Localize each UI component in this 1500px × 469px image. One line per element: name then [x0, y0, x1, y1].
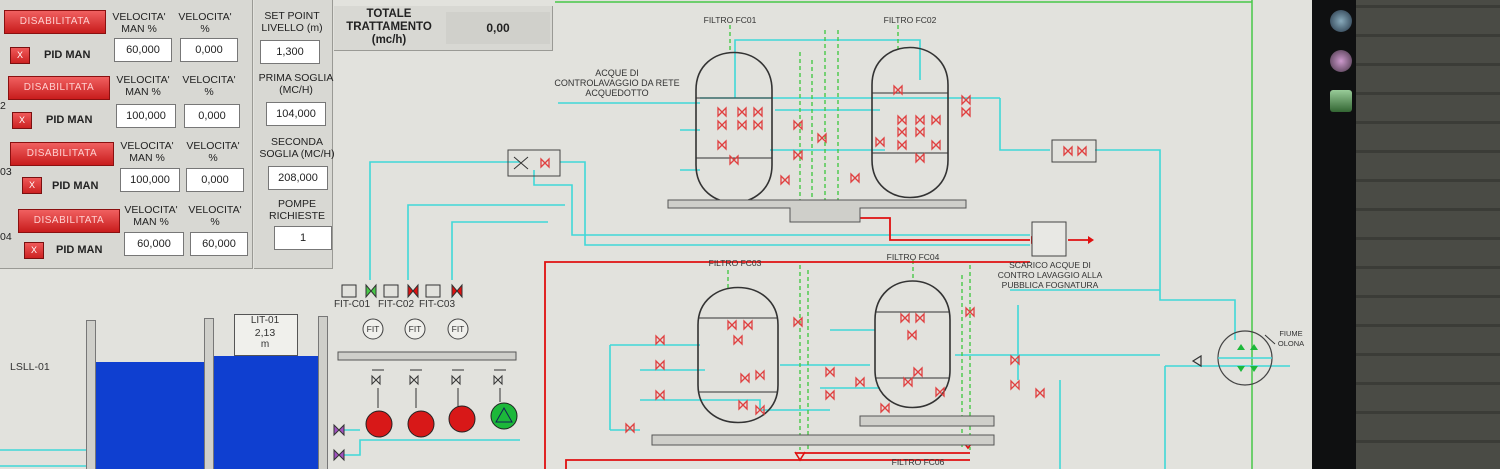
- filter-fc03-label: FILTRO FC03: [708, 258, 762, 268]
- pump-icon: [407, 410, 435, 438]
- pump-icon: [448, 405, 476, 433]
- pump-number: 03: [0, 166, 12, 178]
- speed-field: 0,000: [186, 168, 244, 192]
- tank-wall: [204, 318, 214, 469]
- filter-fc02-label: FILTRO FC02: [883, 15, 937, 25]
- filter-fc06-label: FILTRO FC06: [891, 457, 945, 467]
- setpoint-field[interactable]: 208,000: [268, 166, 328, 190]
- red-pipes: [544, 217, 1088, 469]
- filter-fc04-vessel: [874, 280, 951, 409]
- pid-man-label: PID MAN: [44, 49, 91, 61]
- speed-man-header: VELOCITA' MAN %: [116, 74, 170, 98]
- filter-vessels: [695, 46, 951, 424]
- disabled-button[interactable]: DISABILITATA: [8, 76, 110, 100]
- monitor-bezel: [1312, 0, 1356, 469]
- pid-man-toggle[interactable]: X: [10, 47, 30, 64]
- process-diagram: [0, 0, 1290, 469]
- fit-c03-label: FIT-C03: [418, 299, 456, 310]
- level-tag: LIT-01: [250, 315, 280, 326]
- fit-c01-label: FIT-C01: [333, 299, 371, 310]
- fit-symbol: FIT: [408, 324, 422, 334]
- pumps: [365, 402, 518, 438]
- scada-screen: DISABILITATA X PID MAN VELOCITA' MAN % V…: [0, 0, 1312, 469]
- disabled-button[interactable]: DISABILITATA: [18, 209, 120, 233]
- pid-man-toggle[interactable]: X: [24, 242, 44, 259]
- pump-number: 04: [0, 231, 12, 243]
- speed-field: 60,000: [190, 232, 248, 256]
- level-switch-tag: LSLL-01: [10, 361, 50, 373]
- pump-number: 2: [0, 100, 6, 112]
- setpoint-label: SET POINT LIVELLO (m): [261, 10, 323, 34]
- level-indicator: [234, 314, 298, 356]
- tank-wall: [86, 320, 96, 469]
- tank-water: [214, 356, 318, 469]
- speed-man-field[interactable]: 100,000: [116, 104, 176, 128]
- speed-header: VELOCITA' %: [178, 11, 232, 35]
- total-treatment-label: TOTALE TRATTAMENTO (mc/h): [346, 8, 432, 46]
- pid-man-toggle[interactable]: X: [22, 177, 42, 194]
- filter-fc01-label: FILTRO FC01: [703, 15, 757, 25]
- setpoint-label: POMPE RICHIESTE: [268, 198, 325, 222]
- taskbar-app-icon[interactable]: [1330, 10, 1352, 32]
- speed-man-header: VELOCITA' MAN %: [124, 204, 178, 228]
- speed-header: VELOCITA' %: [186, 140, 240, 164]
- inlet-valves: [333, 423, 345, 462]
- river-node: [1191, 330, 1276, 386]
- disabled-button[interactable]: DISABILITATA: [4, 10, 106, 34]
- setpoint-label: SECONDA SOGLIA (MC/H): [259, 136, 335, 160]
- pump-icon: [490, 402, 518, 430]
- setpoint-field[interactable]: 104,000: [266, 102, 326, 126]
- backwash-discharge-label: SCARICO ACQUE DI CONTRO LAVAGGIO ALLA PU…: [997, 260, 1103, 290]
- filter-fc03-vessel: [697, 286, 779, 424]
- river-label: FIUME OLONA: [1277, 329, 1305, 348]
- fit-symbol: FIT: [451, 324, 465, 334]
- pid-man-label: PID MAN: [52, 180, 99, 192]
- speed-man-header: VELOCITA' MAN %: [120, 140, 174, 164]
- pid-man-label: PID MAN: [56, 244, 103, 256]
- speed-man-field[interactable]: 60,000: [124, 232, 184, 256]
- manual-valves: [371, 369, 506, 408]
- setpoint-label: PRIMA SOGLIA (MC/H): [258, 72, 334, 96]
- air-pipes: [727, 25, 971, 450]
- taskbar-app-icon[interactable]: [1330, 50, 1352, 72]
- pid-man-toggle[interactable]: X: [12, 112, 32, 129]
- speed-header: VELOCITA' %: [182, 74, 236, 98]
- speed-man-header: VELOCITA' MAN %: [112, 11, 166, 35]
- tank-water: [96, 362, 204, 469]
- valves: [540, 85, 1087, 433]
- filter-fc02-vessel: [871, 46, 949, 199]
- background-wall: [1356, 0, 1500, 469]
- total-treatment-value: 0,00: [446, 12, 550, 44]
- fit-c02-label: FIT-C02: [377, 299, 415, 310]
- taskbar-app-icon[interactable]: [1330, 90, 1352, 112]
- speed-field: 0,000: [180, 38, 238, 62]
- fit-valves: [341, 283, 463, 299]
- setpoint-field[interactable]: 1: [274, 226, 332, 250]
- filter-fc01-vessel: [695, 51, 773, 204]
- setpoint-field[interactable]: 1,300: [260, 40, 320, 64]
- filter-fc04-label: FILTRO FC04: [886, 252, 940, 262]
- disabled-button[interactable]: DISABILITATA: [10, 142, 114, 166]
- level-unit: m: [260, 339, 270, 350]
- fit-symbol: FIT: [366, 324, 380, 334]
- backwash-water-label: ACQUE DI CONTROLAVAGGIO DA RETE ACQUEDOT…: [554, 68, 680, 98]
- speed-man-field[interactable]: 60,000: [114, 38, 172, 62]
- pid-man-label: PID MAN: [46, 114, 93, 126]
- pump-icon: [365, 410, 393, 438]
- speed-header: VELOCITA' %: [188, 204, 242, 228]
- tank-wall: [318, 316, 328, 469]
- speed-field: 0,000: [184, 104, 240, 128]
- level-value: 2,13: [254, 327, 276, 339]
- speed-man-field[interactable]: 100,000: [120, 168, 180, 192]
